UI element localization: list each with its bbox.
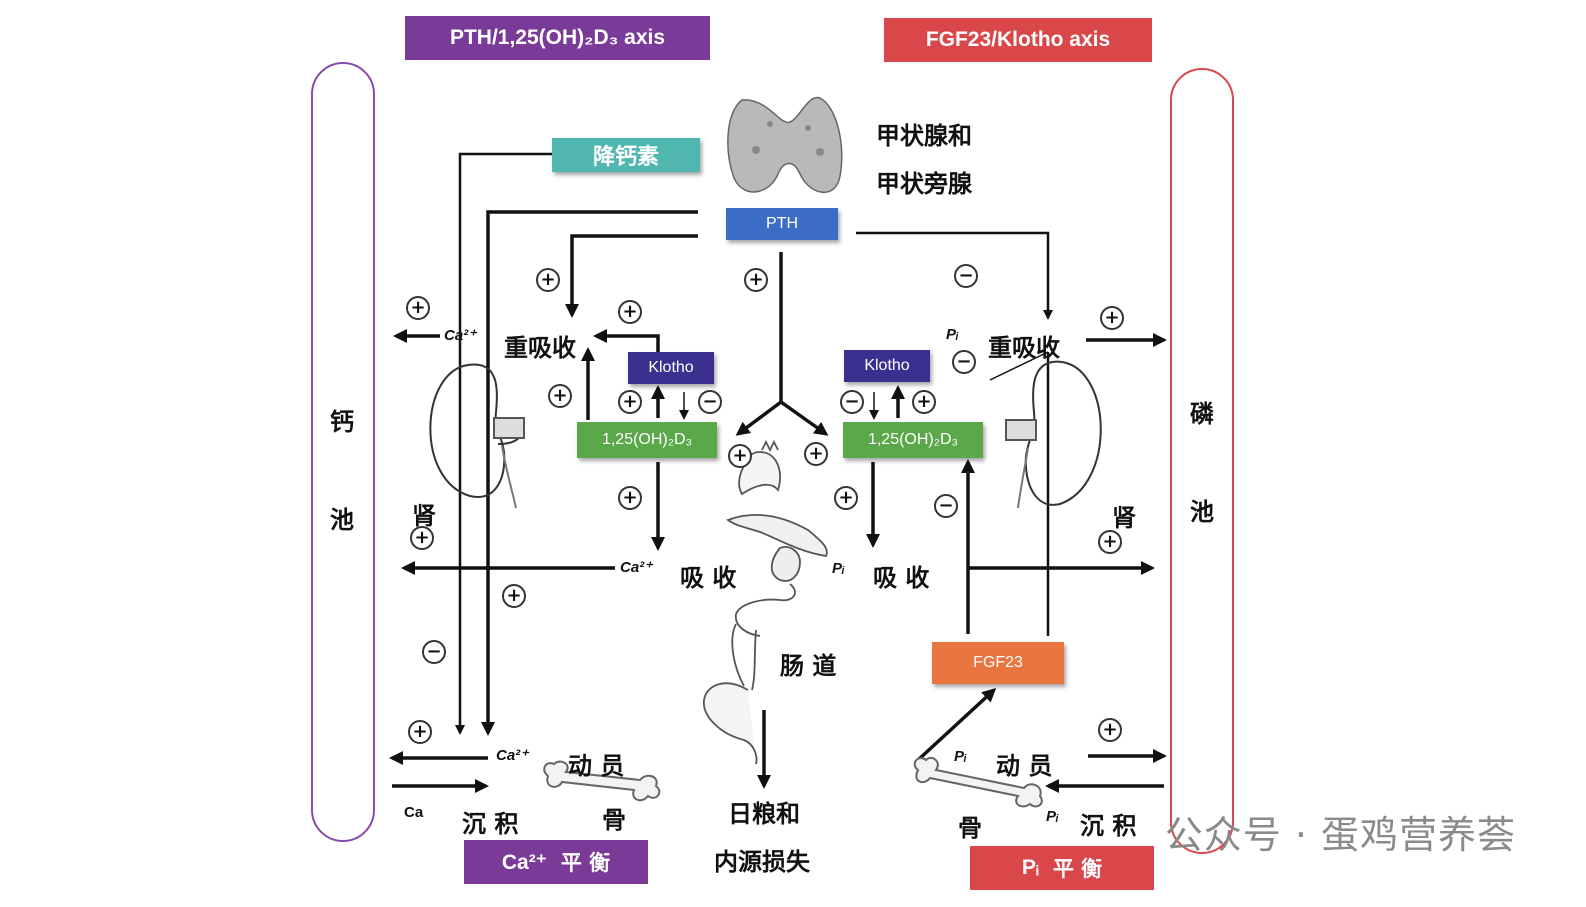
gland-label-line1: 甲状腺和 (876, 121, 972, 150)
gland-label-line2: 甲状旁腺 (876, 169, 972, 198)
fgf23-axis-header: FGF23/Klotho axis (884, 18, 1152, 62)
minus-sign: − (952, 350, 976, 374)
bone-right-icon (913, 756, 1043, 808)
kidney-left-label: 肾 (412, 501, 436, 530)
pi-balance-ion: Pᵢ (1021, 856, 1039, 879)
vitd-left-box: 1,25(OH)₂D₃ (577, 422, 717, 458)
pi-balance-text: 平 衡 (1052, 856, 1103, 881)
thyroid-gland-icon (727, 96, 843, 194)
plus-sign: + (744, 268, 768, 292)
klotho-left-box: Klotho (628, 352, 714, 384)
plus-sign: + (502, 584, 526, 608)
bone-left-label: 骨 (602, 805, 626, 834)
plus-sign: + (410, 526, 434, 550)
deposit-left-label: 沉 积 (462, 809, 519, 838)
plus-sign: + (804, 442, 828, 466)
phosphorus-pool-char1: 磷 (1190, 399, 1214, 428)
calcium-pool-char2: 池 (330, 505, 354, 534)
klotho-right-box: Klotho (844, 350, 930, 382)
ca-reabsorb-ion: Ca²⁺ (444, 327, 477, 344)
reabsorb-left-label: 重吸收 (504, 333, 576, 362)
plus-sign: + (912, 390, 936, 414)
ca-deposit-ion: Ca (404, 804, 424, 821)
absorb-right-label: 吸 收 (873, 563, 930, 592)
minus-sign: − (840, 390, 864, 414)
loss-label-line1: 日粮和 (728, 799, 800, 828)
reabsorb-right-label: 重吸收 (988, 333, 1060, 362)
plus-sign: + (1100, 306, 1124, 330)
minus-sign: − (422, 640, 446, 664)
mobilize-right-label: 动 员 (996, 751, 1053, 780)
ca-absorb-ion: Ca²⁺ (620, 559, 653, 576)
ca-balance-footer: Ca²⁺ 平 衡 (464, 840, 648, 884)
plus-sign: + (406, 296, 430, 320)
pi-reabsorb-ion: Pᵢ (946, 326, 959, 343)
phosphorus-pool-char2: 池 (1190, 497, 1214, 526)
absorb-left-label: 吸 收 (680, 563, 737, 592)
pi-mobilize-ion: Pᵢ (954, 748, 967, 765)
minus-sign: − (954, 264, 978, 288)
phosphorus-pool (1170, 68, 1234, 854)
pth-box: PTH (726, 208, 838, 240)
kidney-left-icon (429, 363, 525, 509)
bone-left-icon (543, 760, 661, 802)
calcium-pool (311, 62, 375, 842)
calcium-pool-char1: 钙 (330, 407, 354, 436)
plus-sign: + (618, 390, 642, 414)
chicken-digestive-tract-icon (703, 439, 828, 765)
pi-balance-footer: Pᵢ 平 衡 (970, 846, 1154, 890)
plus-sign: + (728, 444, 752, 468)
pi-absorb-ion: Pᵢ (832, 560, 845, 577)
ca-balance-ion: Ca²⁺ (501, 850, 547, 874)
fgf23-box: FGF23 (932, 642, 1064, 684)
plus-sign: + (618, 300, 642, 324)
plus-sign: + (408, 720, 432, 744)
plus-sign: + (618, 486, 642, 510)
minus-sign: − (698, 390, 722, 414)
minus-sign: − (934, 494, 958, 518)
bone-right-label: 骨 (958, 813, 982, 842)
kidney-right-icon (1005, 360, 1102, 509)
plus-sign: + (536, 268, 560, 292)
ca-mobilize-ion: Ca²⁺ (496, 747, 529, 764)
kidney-right-label: 肾 (1112, 503, 1136, 532)
plus-sign: + (834, 486, 858, 510)
pth-axis-header: PTH/1,25(OH)₂D₃ axis (405, 16, 710, 60)
deposit-right-label: 沉 积 (1080, 811, 1137, 840)
wechat-watermark: 公众号 · 蛋鸡营养荟 (1164, 813, 1516, 857)
intestine-label: 肠 道 (780, 651, 837, 680)
loss-label-line2: 内源损失 (714, 847, 810, 876)
mobilize-left-label: 动 员 (568, 751, 625, 780)
ca-balance-text: 平 衡 (560, 850, 611, 875)
plus-sign: + (1098, 530, 1122, 554)
pi-deposit-ion: Pᵢ (1046, 808, 1059, 825)
calcitonin-box: 降钙素 (552, 138, 700, 172)
plus-sign: + (1098, 718, 1122, 742)
plus-sign: + (548, 384, 572, 408)
vitd-right-box: 1,25(OH)₂D₃ (843, 422, 983, 458)
